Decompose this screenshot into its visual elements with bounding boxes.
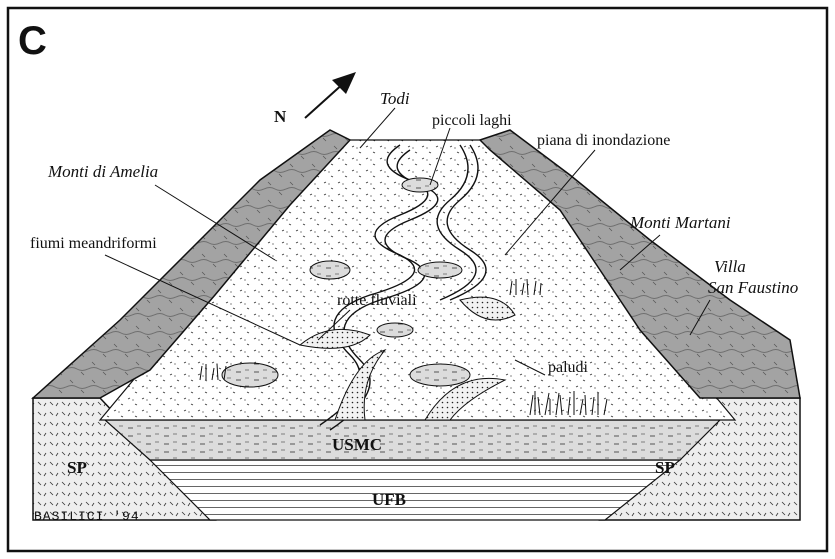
- monti-martani-ridge: [478, 129, 801, 399]
- monti-amelia-ridge: [31, 129, 352, 399]
- label-rotte: rotte fluviali: [337, 292, 417, 309]
- label-piana: piana di inondazione: [537, 132, 670, 149]
- label-todi: Todi: [380, 89, 410, 108]
- unit-sp-right: SP: [655, 458, 675, 477]
- ufb-layer: [148, 459, 682, 521]
- small-lakes: [221, 177, 471, 388]
- author-signature: BASILICI '94: [34, 509, 140, 524]
- unit-usmc: USMC: [332, 435, 382, 454]
- north-label: N: [274, 107, 287, 126]
- label-san-faustino: San Faustino: [708, 278, 798, 297]
- label-monti-amelia: Monti di Amelia: [47, 162, 158, 181]
- crevasse-splay-1: [298, 328, 371, 349]
- marsh-vegetation: [199, 278, 608, 416]
- unit-sp-left: SP: [67, 458, 87, 477]
- point-bar-1: [334, 348, 387, 421]
- point-bar-2: [424, 377, 507, 421]
- panel-letter: C: [18, 19, 47, 63]
- label-monti-martani: Monti Martani: [629, 213, 731, 232]
- usmc-layer: [103, 419, 722, 461]
- label-fiumi: fiumi meandriformi: [30, 235, 157, 252]
- north-arrow: [304, 72, 356, 119]
- label-paludi: paludi: [548, 359, 589, 376]
- unit-ufb: UFB: [372, 490, 406, 509]
- label-villa: Villa: [714, 257, 746, 276]
- label-piccoli-laghi: piccoli laghi: [432, 112, 512, 129]
- crevasse-splay-2: [459, 296, 516, 321]
- leader-lines: [104, 107, 711, 376]
